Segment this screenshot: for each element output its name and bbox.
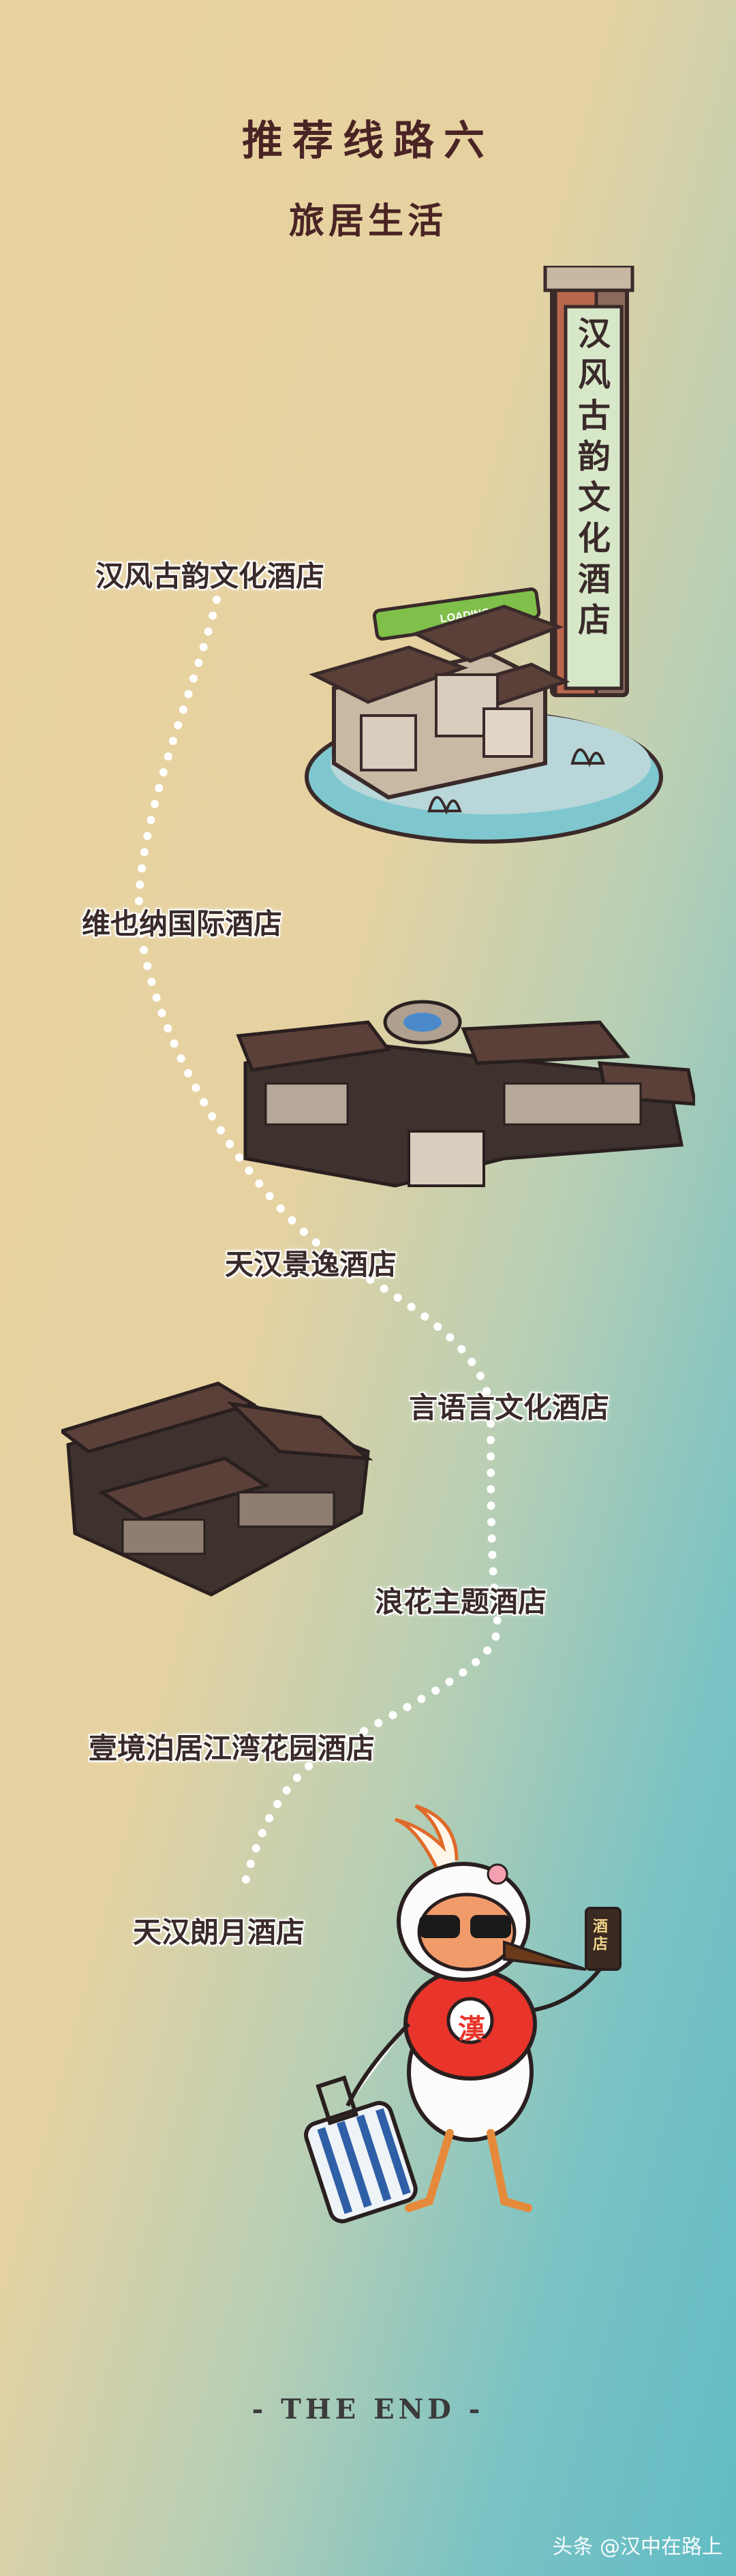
the-end-text: - THE END - bbox=[251, 2393, 485, 2425]
hotel-illustration-hanfeng: LOADING bbox=[305, 266, 663, 844]
stop-label-yanyuyan: 言语言文化酒店 bbox=[409, 1391, 610, 1424]
sign-char: 店 bbox=[577, 601, 611, 639]
page-subtitle: 旅居生活 bbox=[288, 201, 447, 242]
watermark: 头条 @汉中在路上 bbox=[552, 2535, 722, 2559]
stop-label-langhua: 浪花主题酒店 bbox=[375, 1585, 547, 1619]
stop-label-hanfeng: 汉风古韵文化酒店 bbox=[95, 559, 325, 593]
sign-char: 汉 bbox=[577, 315, 611, 353]
stop-label-tianhan-jingyi: 天汉景逸酒店 bbox=[225, 1248, 397, 1281]
hotel-illustration-complex bbox=[236, 1000, 695, 1188]
stop-label-yijing: 壹境泊居江湾花园酒店 bbox=[89, 1732, 375, 1765]
mascot-card-text: 酒店 bbox=[593, 1918, 609, 1953]
sign-char: 酒 bbox=[577, 560, 611, 598]
hotel-illustration-courtyard bbox=[61, 1381, 373, 1597]
mascot-illustration bbox=[304, 1804, 622, 2224]
sign-char: 古 bbox=[577, 397, 611, 435]
sign-char: 风 bbox=[577, 356, 611, 394]
sign-char: 文 bbox=[577, 478, 611, 517]
page-title: 推荐线路六 bbox=[242, 117, 494, 165]
sign-characters: 汉 风 古 韵 文 化 酒 店 bbox=[567, 307, 622, 639]
mascot-shirt-char: 漢 bbox=[458, 2014, 485, 2045]
sign-char: 韵 bbox=[577, 438, 611, 476]
stop-label-vienna: 维也纳国际酒店 bbox=[82, 907, 283, 940]
stop-label-tianhan-langyue: 天汉朗月酒店 bbox=[133, 1916, 305, 1949]
sign-char: 化 bbox=[577, 519, 611, 557]
